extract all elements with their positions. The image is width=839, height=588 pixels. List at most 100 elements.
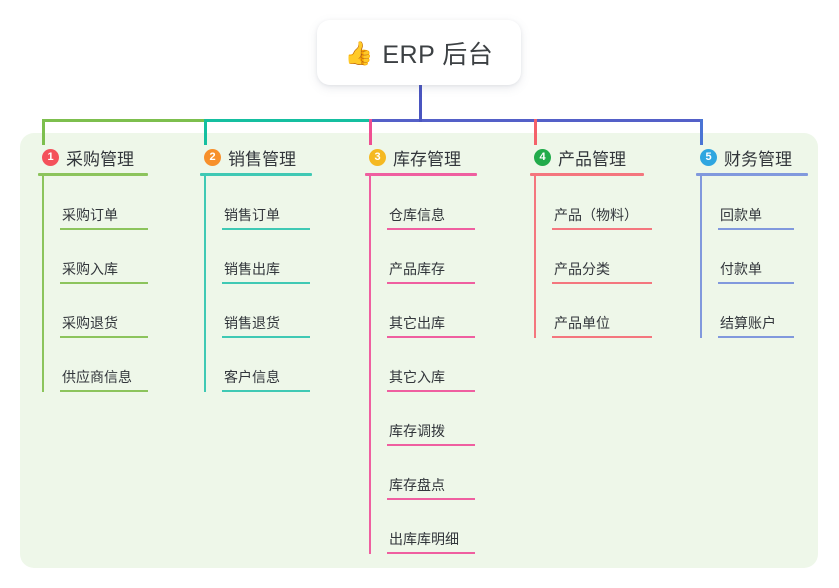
branch-header-rule (696, 173, 808, 176)
diagram-panel (20, 133, 818, 568)
branch-item-label: 采购入库 (62, 261, 118, 277)
branch-item[interactable]: 结算账户 (718, 284, 808, 338)
branch-items-product: 产品（物料） 产品分类产品单位 (530, 176, 652, 338)
branch-item-rule (387, 390, 475, 392)
branch-item-rule (222, 390, 310, 392)
branch-column-inventory: 3 库存管理仓库信息产品库存其它出库其它入库库存调拨库存盘点出库库明细 (365, 145, 477, 554)
branch-item-label: 付款单 (720, 261, 762, 277)
branch-header-rule (200, 173, 312, 176)
thumbs-up-icon: 👍 (344, 40, 374, 66)
branch-items-sales: 销售订单销售出库销售退货客户信息 (200, 176, 312, 392)
branch-header-inventory[interactable]: 3 库存管理 (365, 145, 477, 169)
branch-title: 采购管理 (66, 149, 134, 169)
connector-drop-3 (369, 119, 372, 145)
branch-item-label: 采购退货 (62, 315, 118, 331)
branch-item-label: 销售出库 (224, 261, 280, 277)
branch-header-finance[interactable]: 5 财务管理 (696, 145, 808, 169)
branch-item-label: 销售订单 (224, 207, 280, 223)
branch-item-rule (718, 282, 794, 284)
branch-item[interactable]: 采购订单 (60, 176, 148, 230)
branch-item[interactable]: 客户信息 (222, 338, 312, 392)
branch-number-badge: 3 (369, 148, 386, 166)
branch-items-inventory: 仓库信息产品库存其它出库其它入库库存调拨库存盘点出库库明细 (365, 176, 477, 554)
branch-item-label: 采购订单 (62, 207, 118, 223)
branch-item[interactable]: 销售出库 (222, 230, 312, 284)
branch-item[interactable]: 出库库明细 (387, 500, 477, 554)
branch-item-rule (387, 498, 475, 500)
branch-item-rule (552, 336, 652, 338)
branch-item[interactable]: 产品分类 (552, 230, 652, 284)
branch-column-product: 4 产品管理产品（物料） 产品分类产品单位 (530, 145, 652, 338)
connector-drop-4 (534, 119, 537, 145)
branch-item-rule (387, 552, 475, 554)
branch-header-sales[interactable]: 2 销售管理 (200, 145, 312, 169)
root-node[interactable]: 👍 ERP 后台 (317, 20, 521, 85)
branch-column-purchasing: 1 采购管理采购订单采购入库采购退货供应商信息 (38, 145, 148, 392)
branch-header-purchasing[interactable]: 1 采购管理 (38, 145, 148, 169)
branch-item[interactable]: 产品单位 (552, 284, 652, 338)
branch-item-rule (718, 228, 794, 230)
branch-item-label: 其它出库 (389, 315, 445, 331)
branch-spine (700, 176, 702, 338)
branch-spine (534, 176, 536, 338)
branch-item-label: 产品库存 (389, 261, 445, 277)
branch-item[interactable]: 其它入库 (387, 338, 477, 392)
branch-item-label: 产品单位 (554, 315, 610, 331)
connector-drop-2 (204, 119, 207, 145)
root-stem (419, 85, 422, 122)
branch-item-label: 产品分类 (554, 261, 610, 277)
branch-item[interactable]: 产品库存 (387, 230, 477, 284)
branch-item-rule (387, 336, 475, 338)
branch-spine (204, 176, 206, 392)
connector-teal-bar (204, 119, 372, 122)
branch-title: 财务管理 (724, 149, 792, 169)
branch-header-rule (38, 173, 148, 176)
connector-green-bar (42, 119, 207, 122)
branch-item[interactable]: 采购入库 (60, 230, 148, 284)
branch-item-rule (222, 282, 310, 284)
branch-item[interactable]: 产品（物料） (552, 176, 652, 230)
branch-column-finance: 5 财务管理回款单付款单结算账户 (696, 145, 808, 338)
branch-item-rule (387, 282, 475, 284)
branch-spine (369, 176, 371, 554)
branch-item-label: 供应商信息 (62, 369, 132, 385)
branch-title: 库存管理 (393, 149, 461, 169)
branch-header-rule (530, 173, 644, 176)
root-title: ERP 后台 (382, 40, 494, 69)
branch-item[interactable]: 库存盘点 (387, 446, 477, 500)
branch-item-rule (387, 444, 475, 446)
branch-title: 产品管理 (558, 149, 626, 169)
branch-number-badge: 1 (42, 148, 59, 166)
branch-item-label: 结算账户 (720, 315, 776, 331)
branch-item-rule (552, 228, 652, 230)
branch-item-label: 库存调拨 (389, 423, 445, 439)
branch-item-label: 产品（物料） (554, 207, 638, 223)
branch-item[interactable]: 其它出库 (387, 284, 477, 338)
branch-items-purchasing: 采购订单采购入库采购退货供应商信息 (38, 176, 148, 392)
branch-spine (42, 176, 44, 392)
branch-item[interactable]: 付款单 (718, 230, 808, 284)
branch-item[interactable]: 仓库信息 (387, 176, 477, 230)
branch-item[interactable]: 回款单 (718, 176, 808, 230)
branch-item[interactable]: 采购退货 (60, 284, 148, 338)
branch-title: 销售管理 (228, 149, 296, 169)
branch-item-label: 库存盘点 (389, 477, 445, 493)
branch-item-rule (222, 336, 310, 338)
branch-number-badge: 5 (700, 148, 717, 166)
branch-item-label: 客户信息 (224, 369, 280, 385)
branch-item-rule (60, 336, 148, 338)
branch-item-rule (387, 228, 475, 230)
branch-item-rule (60, 282, 148, 284)
branch-item-rule (552, 282, 652, 284)
branch-number-badge: 4 (534, 148, 551, 166)
branch-item-rule (60, 390, 148, 392)
branch-items-finance: 回款单付款单结算账户 (696, 176, 808, 338)
branch-item-rule (222, 228, 310, 230)
branch-item[interactable]: 库存调拨 (387, 392, 477, 446)
branch-item[interactable]: 销售订单 (222, 176, 312, 230)
branch-item[interactable]: 供应商信息 (60, 338, 148, 392)
branch-number-badge: 2 (204, 148, 221, 166)
branch-header-product[interactable]: 4 产品管理 (530, 145, 644, 169)
branch-item-rule (60, 228, 148, 230)
branch-item[interactable]: 销售退货 (222, 284, 312, 338)
